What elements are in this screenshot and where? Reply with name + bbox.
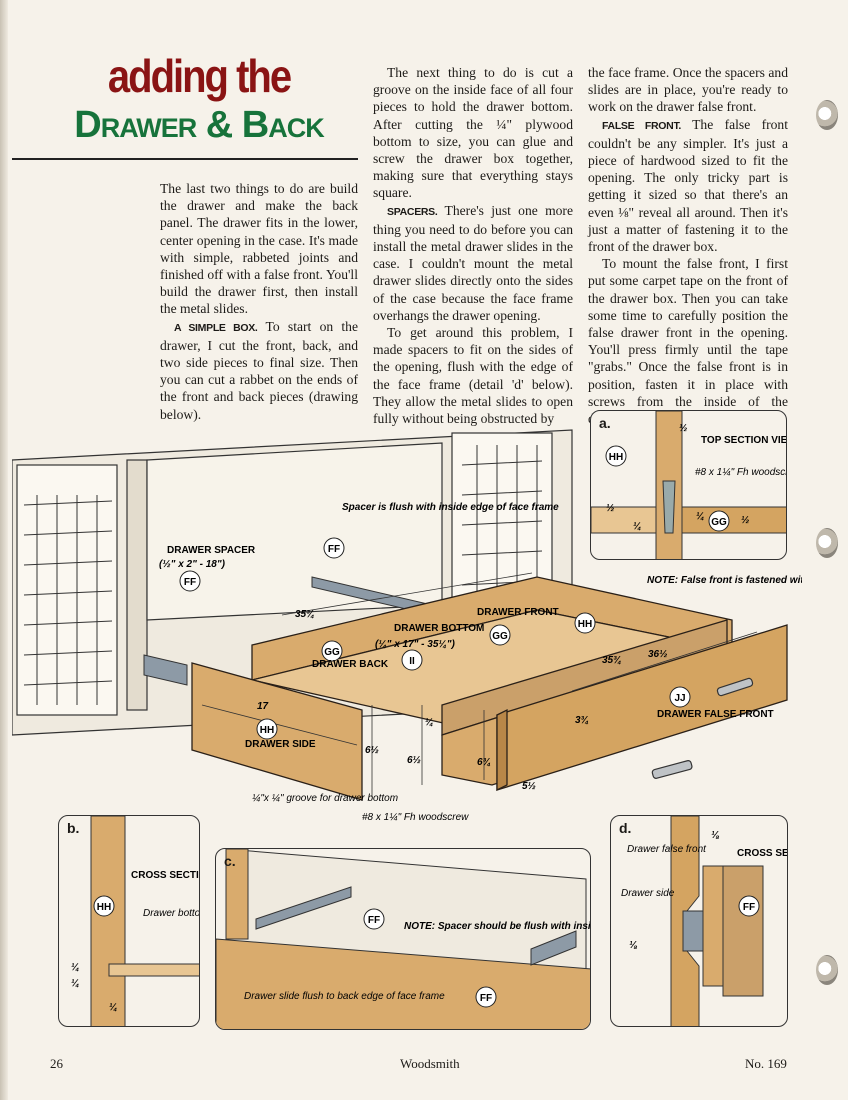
dim-35-34: 35¾	[295, 609, 314, 620]
ref-hh: HH	[578, 619, 592, 630]
article-title: adding the Drawer & Back	[40, 51, 358, 147]
dimension-lines	[201, 572, 758, 797]
drawer-spacer-dim: (½" x 2" - 18")	[159, 559, 226, 570]
dim-a: ⅛	[711, 830, 720, 841]
detail-d-drawing: FF Cross Section Drawer false front Draw…	[621, 816, 788, 1026]
ref-ff: FF	[368, 915, 380, 926]
ref-gg: GG	[492, 631, 508, 642]
detail-d-cross-section: d. FF Cross Section Drawer false front D…	[610, 815, 788, 1027]
ref-gg: GG	[324, 647, 340, 658]
detail-label: c.	[224, 853, 236, 869]
drawer-pulls	[651, 677, 754, 779]
drawer-side-label: Drawer side	[621, 888, 675, 899]
binder-hole	[816, 528, 838, 558]
binder-hole	[816, 955, 838, 985]
groove-note: ¼"x ¼" groove for drawer bottom	[252, 792, 398, 804]
detail-label: b.	[67, 820, 80, 836]
dim-b: ⅛	[629, 940, 638, 951]
title-rule	[12, 158, 358, 160]
binder-hole	[816, 100, 838, 130]
spacer-note: Spacer is flush with inside edge of face…	[342, 502, 559, 513]
text-column-2: The next thing to do is cut a groove on …	[373, 64, 573, 427]
ref-ff: FF	[328, 544, 340, 555]
drawer-exploded-illustration: FF Spacer is flush with inside edge of f…	[12, 429, 802, 823]
ref-hh: HH	[609, 452, 623, 463]
paragraph: The last two things to do are build the …	[160, 181, 358, 317]
ref-ii: II	[409, 656, 415, 667]
ref-gg: GG	[711, 517, 727, 528]
dim-36-12: 36½	[648, 649, 667, 660]
dim-35-34-b: 35¾	[602, 655, 621, 666]
paragraph: To mount the false front, I first put so…	[588, 256, 788, 426]
detail-b-cross-section: b. HH Cross Section Drawer bottom ¼ ¼ ¼	[58, 815, 200, 1027]
dim-14-b: ¼	[696, 511, 704, 522]
slide-note: Drawer slide flush to back edge of face …	[244, 991, 445, 1002]
dim-17: 17	[257, 701, 269, 712]
paragraph: False Front. The false front couldn't be…	[588, 116, 788, 255]
dim-12-left: ½	[606, 503, 614, 514]
dim-6-34: 6¾	[477, 757, 491, 768]
run-in-head: False Front.	[602, 119, 682, 132]
metal-slide	[143, 576, 433, 686]
text-column-3: the face frame. Once the spacers and sli…	[588, 64, 788, 427]
drawer-box	[191, 576, 788, 801]
issue-number: No. 169	[745, 1056, 787, 1071]
detail-b-drawing: HH Cross Section Drawer bottom ¼ ¼ ¼	[71, 816, 200, 1026]
note-false-front: NOTE: False front is fastened with screw…	[647, 575, 802, 586]
drawer-back-label: Drawer Back	[312, 659, 389, 670]
ref-hh: HH	[260, 725, 274, 736]
paragraph: To get around this problem, I made space…	[373, 325, 573, 427]
dim-b: ¼	[71, 978, 79, 989]
drawer-front-label: Drawer Front	[477, 607, 559, 618]
cross-section-title: Cross Section	[131, 870, 200, 881]
text-column-1: The last two things to do are build the …	[160, 180, 358, 423]
ref-ff: FF	[480, 993, 492, 1004]
dim-5-12: 5½	[522, 781, 536, 792]
ref-hh: HH	[97, 902, 111, 913]
detail-label: a.	[599, 415, 611, 431]
title-line-1: adding the	[107, 51, 292, 103]
binding-shadow	[0, 0, 8, 1100]
ref-ff: FF	[184, 577, 196, 588]
dim-14: ¼	[425, 717, 433, 728]
spacer-note: NOTE: Spacer should be flush with inside…	[404, 921, 591, 932]
dim-6-12: 6½	[365, 745, 379, 756]
paragraph: The next thing to do is cut a groove on …	[373, 65, 573, 201]
drawer-false-front-label: Drawer False Front	[657, 709, 774, 720]
detail-a-top-section: a. HH GG ½ ½ ¼ ¼ ½ Top Section View #8 x…	[590, 410, 787, 560]
screw-label: #8 x 1¼" Fh woodscrew	[695, 466, 787, 478]
dim-6-12-b: 6½	[407, 755, 421, 766]
page-number: 26	[50, 1056, 63, 1071]
dim-12-top: ½	[679, 423, 687, 434]
dim-3-34: 3¾	[575, 715, 589, 726]
drawer-spacer-label: Drawer Spacer	[167, 545, 256, 556]
ref-jj: JJ	[674, 693, 685, 704]
lattice-door	[23, 445, 543, 705]
drawer-bottom-label: Drawer Bottom	[394, 623, 484, 634]
title-line-2: Drawer & Back	[74, 104, 324, 146]
dim-12-right: ½	[741, 515, 749, 526]
run-in-head: A Simple Box.	[174, 321, 258, 334]
detail-a-drawing: HH GG ½ ½ ¼ ¼ ½ Top Section View #8 x 1¼…	[591, 411, 787, 559]
drawer-bottom-label: Drawer bottom	[143, 908, 200, 919]
dim-a: ¼	[71, 962, 79, 973]
dim-14: ¼	[633, 521, 641, 532]
detail-c-drawing: FF FF NOTE: Spacer should be flush with …	[216, 849, 591, 1029]
false-front-label: Drawer false front	[627, 844, 707, 855]
screw-note: #8 x 1¼" Fh woodscrew	[362, 811, 469, 823]
paragraph: A Simple Box. To start on the drawer, I …	[160, 318, 358, 422]
dim-c: ¼	[109, 1002, 117, 1013]
detail-label: d.	[619, 820, 632, 836]
cross-section-title: Cross Section	[737, 848, 788, 859]
top-section-view-title: Top Section View	[701, 435, 787, 446]
part-labels: FF Spacer is flush with inside edge of f…	[159, 502, 802, 823]
drawer-side-label: Drawer Side	[245, 739, 316, 750]
detail-c-slide-install: c. FF FF NOTE: Spacer should be flush wi…	[215, 848, 591, 1030]
magazine-name: Woodsmith	[400, 1056, 460, 1071]
paragraph: the face frame. Once the spacers and sli…	[588, 65, 788, 115]
drawer-bottom-dim: (¼" x 17" - 35¼")	[375, 639, 455, 650]
ref-ff: FF	[743, 902, 755, 913]
